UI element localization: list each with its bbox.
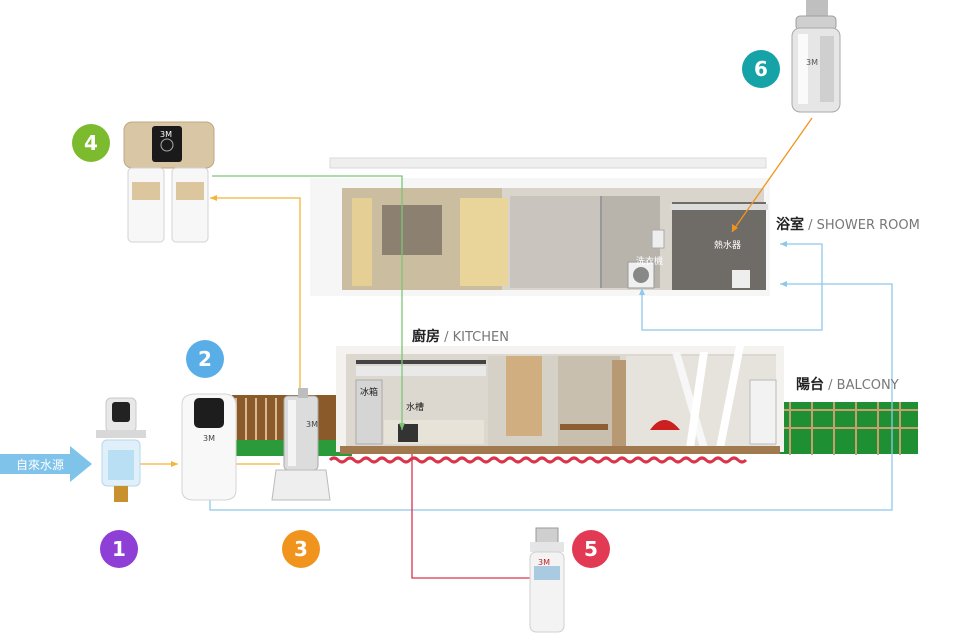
water-source-label: 自來水源	[16, 456, 64, 473]
badge-2: 2	[186, 340, 224, 378]
room-label-shower-zh: 浴室	[776, 217, 804, 233]
brand-mark-purifier: 3M	[160, 130, 172, 139]
brand-mark-undersink: 3M	[538, 558, 550, 567]
room-label-balcony-zh: 陽台	[796, 377, 824, 393]
badge-5: 5	[572, 530, 610, 568]
washer-label: 洗衣機	[636, 254, 663, 267]
product-6-shower-filter	[792, 0, 840, 112]
room-label-kitchen: 廚房 / KITCHEN	[412, 326, 509, 346]
room-label-shower-en: / SHOWER ROOM	[804, 218, 920, 233]
ground-floor	[232, 346, 918, 456]
room-label-shower: 浴室 / SHOWER ROOM	[776, 214, 920, 234]
product-2-softener	[182, 394, 236, 500]
sink-label: 水槽	[406, 400, 424, 413]
water-heater-label: 熱水器	[714, 238, 741, 251]
floor-heating-pipe	[330, 458, 746, 462]
room-label-balcony: 陽台 / BALCONY	[796, 374, 899, 394]
product-5-undersink	[530, 528, 564, 632]
product-1-prefilter	[96, 398, 146, 502]
badge-1: 1	[100, 530, 138, 568]
room-label-balcony-en: / BALCONY	[824, 378, 899, 393]
product-4-purifier	[124, 122, 214, 242]
brand-mark-softener: 3M	[203, 434, 215, 443]
brand-mark-shower-filter: 3M	[806, 58, 818, 67]
room-label-kitchen-zh: 廚房	[412, 329, 440, 345]
room-label-kitchen-en: / KITCHEN	[440, 330, 509, 345]
upper-floor	[310, 158, 770, 296]
badge-6: 6	[742, 50, 780, 88]
fridge-label: 冰箱	[360, 385, 378, 398]
brand-mark-tank: 3M	[306, 420, 318, 429]
badge-3: 3	[282, 530, 320, 568]
badge-4: 4	[72, 124, 110, 162]
